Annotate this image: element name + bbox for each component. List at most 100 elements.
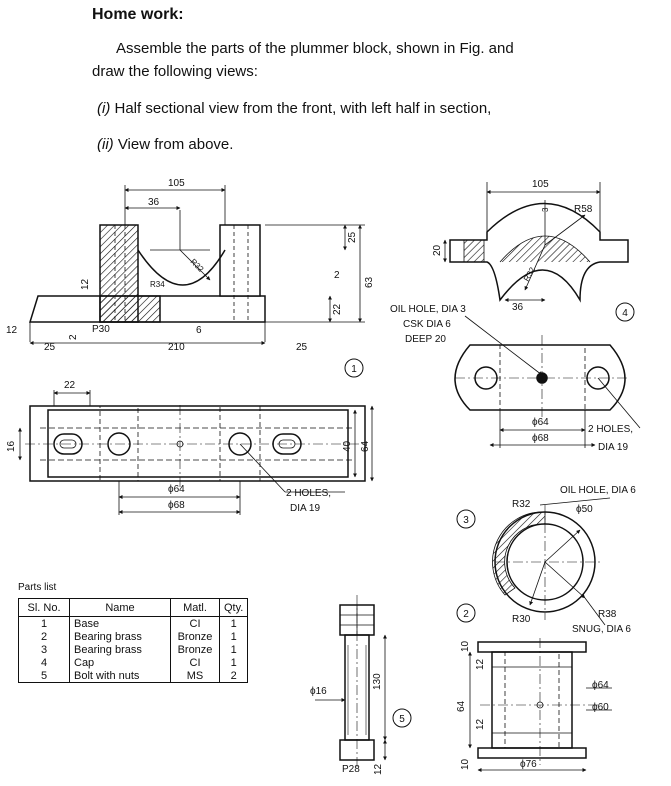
dim-label: OIL HOLE, DIA 6 xyxy=(560,485,636,496)
dim-label: DIA 19 xyxy=(290,503,320,514)
bearing-brass-side-view xyxy=(468,638,612,772)
instruction-line-1: Assemble the parts of the plummer block,… xyxy=(116,40,514,57)
cell: 2 xyxy=(18,630,70,643)
cap-top-view xyxy=(454,315,641,448)
bolt-with-nuts xyxy=(315,595,387,770)
table-row: 1 Base CI 1 xyxy=(18,616,249,630)
dim-label: ϕ50 xyxy=(576,504,593,515)
table-row: 3 Bearing brass Bronze 1 xyxy=(18,643,249,656)
dim-label: 64 xyxy=(456,700,467,712)
instruction-item-2: (ii) View from above. xyxy=(97,136,233,154)
callout-circle-2 xyxy=(456,603,476,623)
dim-label: SNUG, DIA 6 xyxy=(572,624,631,635)
item-1-text: Half sectional view from the front, with… xyxy=(110,100,492,117)
dim-label: R32 xyxy=(512,499,531,510)
dim-label: 2 xyxy=(68,334,79,340)
cell: 2 xyxy=(218,669,249,683)
dim-label: R38 xyxy=(598,609,617,620)
dim-label: 22 xyxy=(332,303,343,315)
cell: Cap xyxy=(69,656,171,669)
dim-label: ϕ60 xyxy=(592,702,609,713)
dim-label: P28 xyxy=(342,764,360,775)
dim-label: 105 xyxy=(168,178,185,189)
callout-circle-4 xyxy=(615,302,635,322)
dim-label: 64 xyxy=(360,440,371,452)
callout-number-5: 5 xyxy=(399,714,405,725)
cell: 5 xyxy=(18,669,70,683)
dim-label: 20 xyxy=(432,244,443,256)
dim-label: 12 xyxy=(475,658,486,670)
cell: 3 xyxy=(18,643,70,656)
dim-label: 12 xyxy=(475,718,486,730)
dim-label: 25 xyxy=(296,342,308,353)
dim-label: R34 xyxy=(150,280,165,289)
dim-label: 10 xyxy=(460,640,471,652)
header-quantity: Qty. xyxy=(218,598,249,617)
dim-label: 2 xyxy=(334,270,340,281)
dim-label: 12 xyxy=(80,278,91,290)
dim-label: ϕ76 xyxy=(520,759,537,770)
parts-header-row: Sl. No. Name Matl. Qty. xyxy=(18,598,249,617)
parts-list-table: Sl. No. Name Matl. Qty. 1 Base CI 1 2 Be… xyxy=(18,598,249,683)
item-2-number: (ii) xyxy=(97,136,114,153)
dim-label: R32 xyxy=(189,257,206,274)
callout-number-3: 3 xyxy=(463,515,469,526)
dim-label: DEEP 20 xyxy=(405,334,446,345)
cell: Bronze xyxy=(170,630,220,643)
callout-number-1: 1 xyxy=(351,364,357,375)
dim-label: 36 xyxy=(512,302,524,313)
header-material: Matl. xyxy=(170,598,220,617)
cell: 4 xyxy=(18,656,70,669)
parts-list-caption: Parts list xyxy=(18,582,57,593)
cell: Bolt with nuts xyxy=(69,669,171,683)
cell: 1 xyxy=(218,616,249,630)
callout-circle-3 xyxy=(456,509,476,529)
base-front-view xyxy=(28,185,365,345)
dim-label: 2 HOLES, xyxy=(588,424,633,435)
item-2-text: View from above. xyxy=(113,136,234,153)
cell: CI xyxy=(170,656,220,669)
dim-label: 25 xyxy=(44,342,56,353)
dim-label: 12 xyxy=(373,763,384,775)
dim-label: ϕ64 xyxy=(532,417,549,428)
callout-number-2: 2 xyxy=(463,609,469,620)
dim-label: 210 xyxy=(168,342,185,353)
table-row: 2 Bearing brass Bronze 1 xyxy=(18,630,249,643)
dim-label: ϕ64 xyxy=(168,484,185,495)
header-name: Name xyxy=(69,598,171,617)
cell: 1 xyxy=(218,643,249,656)
dim-label: 16 xyxy=(6,440,17,452)
dim-label: ϕ16 xyxy=(310,686,327,697)
cap-front-view xyxy=(443,182,629,303)
bearing-brass-end-view xyxy=(492,497,611,626)
dim-label: 25 xyxy=(347,231,358,243)
dim-label: DIA 19 xyxy=(598,442,628,453)
instruction-line-2: draw the following views: xyxy=(92,63,258,80)
callout-circle-1 xyxy=(344,358,364,378)
dim-label: 36 xyxy=(148,197,160,208)
dim-label: 130 xyxy=(372,673,383,690)
cell: Bearing brass xyxy=(69,643,171,656)
cell: Bronze xyxy=(170,643,220,656)
instruction-item-1: (i) Half sectional view from the front, … xyxy=(97,100,491,118)
cell: CI xyxy=(170,616,220,630)
cell: 1 xyxy=(218,630,249,643)
dim-label: ϕ68 xyxy=(168,500,185,511)
dim-label: ϕ64 xyxy=(592,680,609,691)
dim-label: ϕ68 xyxy=(532,433,549,444)
dim-label: 12 xyxy=(6,325,18,336)
table-row: 5 Bolt with nuts MS 2 xyxy=(18,669,249,683)
callout-number-4: 4 xyxy=(622,308,628,319)
base-top-view xyxy=(18,390,374,515)
dim-label: P30 xyxy=(92,324,110,335)
dim-label: OIL HOLE, DIA 3 xyxy=(390,304,466,315)
dim-label: 40 xyxy=(342,440,353,452)
homework-heading: Home work: xyxy=(92,6,184,23)
dim-label: 6 xyxy=(196,325,202,336)
table-row: 4 Cap CI 1 xyxy=(18,656,249,669)
dim-label: 2 HOLES, xyxy=(286,488,331,499)
dim-label: R58 xyxy=(574,204,593,215)
cell: 1 xyxy=(18,616,70,630)
cell: 1 xyxy=(218,656,249,669)
